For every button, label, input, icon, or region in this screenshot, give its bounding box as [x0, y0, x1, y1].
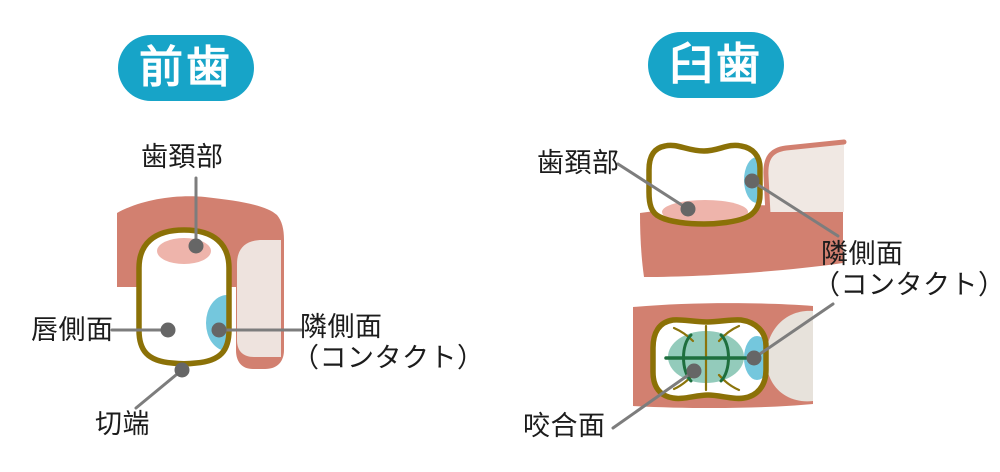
pointer-dot: [160, 322, 176, 338]
label-proximal-surface-front: 隣側面: [300, 312, 383, 343]
fissure-grooves-green: [664, 333, 748, 383]
label-proximal-contact-molar: （コンタクト）: [813, 270, 1000, 301]
cervical-area-highlight: [157, 238, 211, 264]
front-teeth-badge: 前歯: [118, 35, 254, 101]
pointer-dot: [686, 363, 702, 379]
label-proximal-surface-molar: 隣側面: [821, 239, 904, 270]
neighbor-tooth-edge: [763, 139, 847, 217]
molar-crown-outline: [650, 317, 769, 402]
label-cervical-molar: 歯頚部: [537, 148, 620, 179]
pointer-dot: [188, 238, 204, 254]
label-labial-surface: 唇側面: [31, 315, 114, 346]
molars-badge: 臼歯: [648, 32, 784, 98]
label-occlusal-surface: 咬合面: [523, 411, 606, 442]
front-tooth-illustration: [117, 196, 284, 369]
leader-line-incisal: [134, 368, 184, 410]
leader-line-proximal-molar-bottom: [752, 302, 835, 360]
leader-line-cervical-molar: [616, 162, 690, 211]
pointer-dot: [744, 173, 760, 189]
pointer-dots: [160, 173, 762, 379]
neighbor-tooth-shape: [766, 310, 813, 402]
leader-line-proximal-molar-top: [750, 179, 840, 238]
pointer-dot: [211, 322, 227, 338]
pointer-dot: [680, 201, 696, 217]
label-incisal-edge: 切端: [95, 409, 150, 440]
molar-occlusal-view-illustration: [633, 303, 813, 409]
molar-side-view-illustration: [640, 139, 847, 277]
neighbor-tooth-shape: [237, 240, 281, 357]
label-cervical-front: 歯頚部: [141, 142, 224, 173]
pointer-dot: [746, 350, 762, 366]
leader-lines: [110, 162, 840, 430]
front-tooth-outline: [136, 227, 232, 367]
pointer-dot: [174, 362, 190, 378]
neighbor-tooth-shape: [765, 142, 844, 212]
label-proximal-contact-front: （コンタクト）: [292, 343, 485, 374]
molar-tooth-outline: [646, 142, 763, 227]
leader-line-occlusal: [611, 369, 696, 430]
